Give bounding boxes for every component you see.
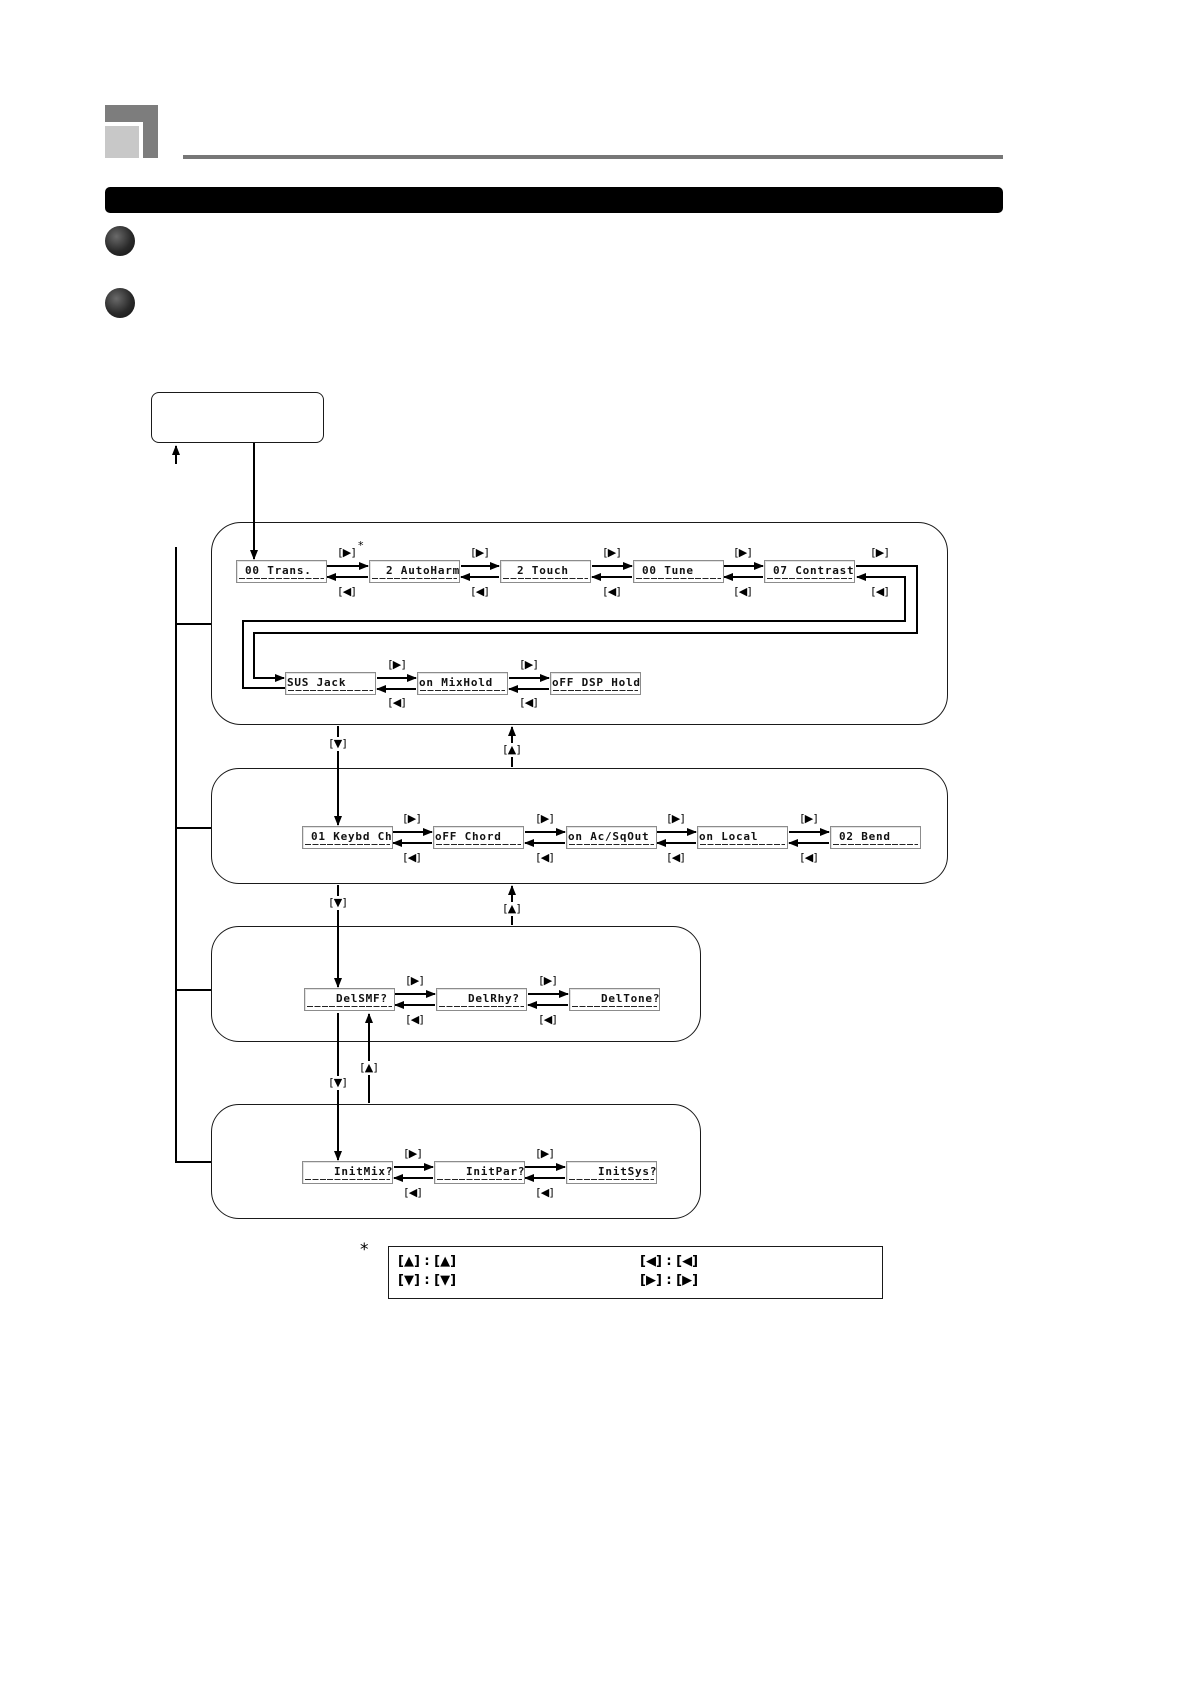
lcd-accomp-seq-out: on Ac/SqOut (566, 826, 657, 849)
key-label-right: [▶] (471, 546, 489, 559)
key-label-right: [▶] (338, 546, 356, 559)
settings-group-2 (211, 768, 948, 884)
lcd-init-mixer: InitMix? (302, 1161, 393, 1184)
key-label-right: [▶] (388, 658, 406, 671)
key-label-right: [▶] (539, 974, 557, 987)
key-label-left: [◀] (603, 585, 621, 598)
key-label-left: [◀] (404, 1186, 422, 1199)
key-label-right: [▶] (536, 1147, 554, 1160)
key-label-left: [◀] (536, 851, 554, 864)
key-label-left: [◀] (734, 585, 752, 598)
step-bullet-icon (105, 226, 135, 256)
key-label-left: [◀] (520, 696, 538, 709)
lcd-delete-tone: DelTone? (569, 988, 660, 1011)
legend-item-up: [▲] : [▲] (398, 1254, 457, 1269)
lcd-contrast: 07 Contrast (764, 560, 855, 583)
legend-item-left: [◀] : [◀] (640, 1254, 699, 1269)
footnote-marker: * (358, 539, 364, 552)
key-label-left: [◀] (871, 585, 889, 598)
key-label-right: [▶] (403, 812, 421, 825)
group-bracket-line (175, 547, 211, 1163)
key-label-left: [◀] (403, 851, 421, 864)
key-label-right: [▶] (800, 812, 818, 825)
lcd-dsp-hold: oFF DSP Hold (550, 672, 641, 695)
key-label-down: [▼] (327, 737, 349, 751)
lcd-chord: oFF Chord (433, 826, 524, 849)
start-state-box (151, 392, 324, 443)
step-bullet-icon (105, 288, 135, 318)
key-label-up: [▲] (358, 1061, 380, 1075)
key-label-right: [▶] (734, 546, 752, 559)
key-label-left: [◀] (388, 696, 406, 709)
lcd-keyboard-channel: 01 Keybd Ch (302, 826, 393, 849)
key-label-left: [◀] (539, 1013, 557, 1026)
lcd-tune: 00 Tune (633, 560, 724, 583)
lcd-bend: 02 Bend (830, 826, 921, 849)
key-label-right: [▶] (536, 812, 554, 825)
key-label-down: [▼] (327, 1076, 349, 1090)
lcd-transpose: 00 Trans. (236, 560, 327, 583)
key-label-left: [◀] (536, 1186, 554, 1199)
key-label-right: [▶] (404, 1147, 422, 1160)
key-legend-box (388, 1246, 883, 1299)
key-label-left: [◀] (667, 851, 685, 864)
key-label-left: [◀] (471, 585, 489, 598)
key-label-up: [▲] (501, 743, 523, 757)
settings-group-4 (211, 1104, 701, 1219)
lcd-init-parameters: InitPar? (434, 1161, 525, 1184)
key-label-up: [▲] (501, 902, 523, 916)
lcd-delete-smf: DelSMF? (304, 988, 395, 1011)
key-label-right: [▶] (406, 974, 424, 987)
lcd-sustain-jack: SUS Jack (285, 672, 376, 695)
key-label-left: [◀] (406, 1013, 424, 1026)
key-label-down: [▼] (327, 896, 349, 910)
key-label-right: [▶] (871, 546, 889, 559)
legend-footnote-marker: * (360, 1240, 369, 1260)
lcd-local: on Local (697, 826, 788, 849)
key-label-right: [▶] (520, 658, 538, 671)
legend-item-right: [▶] : [▶] (640, 1273, 699, 1288)
header-rule (183, 155, 1003, 159)
key-label-right: [▶] (667, 812, 685, 825)
settings-group-1 (211, 522, 948, 725)
lcd-touch: 2 Touch (500, 560, 591, 583)
lcd-delete-rhythm: DelRhy? (436, 988, 527, 1011)
key-label-left: [◀] (800, 851, 818, 864)
lcd-auto-harmonize: 2 AutoHarm (369, 560, 460, 583)
lcd-mixer-hold: on MixHold (417, 672, 508, 695)
settings-group-3 (211, 926, 701, 1042)
section-title-bar (105, 187, 1003, 213)
legend-item-down: [▼] : [▼] (398, 1273, 457, 1288)
key-label-right: [▶] (603, 546, 621, 559)
key-label-left: [◀] (338, 585, 356, 598)
lcd-init-system: InitSys? (566, 1161, 657, 1184)
